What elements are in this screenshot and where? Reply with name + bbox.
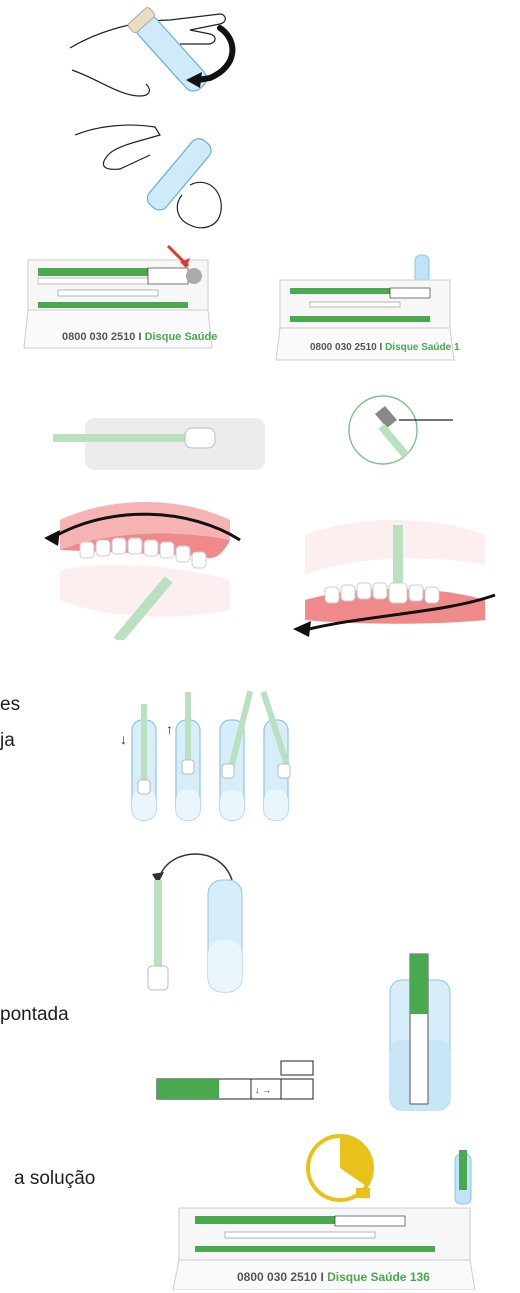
kit-hotline-2: Disque Saúde 136 <box>385 342 460 353</box>
illustration-lower-gum <box>285 505 510 640</box>
step-text-line-1: es <box>0 690 20 720</box>
svg-text:0800 030 2510 I Disque: 0800 030 2510 I Disque Saúde 136 <box>62 331 218 343</box>
kit-phone-number: 0800 030 2510 <box>62 331 135 343</box>
illustration-swab-packet <box>45 400 275 475</box>
kit-separator-2: I <box>380 342 383 353</box>
step-text-line-2: ja <box>0 726 15 756</box>
illustration-hold-tube <box>70 115 245 235</box>
illustration-four-tubes: ↓ ↑ <box>110 690 310 825</box>
svg-text:0800 030 2510 I Disque: 0800 030 2510 I Disque Saúde 136 <box>237 1270 430 1284</box>
kit-phone-number-2: 0800 030 2510 <box>310 342 377 353</box>
illustration-remove-swab <box>140 850 270 995</box>
arrow-up-label: ↑ <box>166 721 173 737</box>
illustration-test-strip: ↓ → <box>155 1055 320 1110</box>
kit-separator: I <box>138 331 141 343</box>
kit-box-right: 0800 030 2510 I Disque Saúde 136 <box>270 250 460 365</box>
illustration-open-tube <box>60 0 260 110</box>
kit-separator-3: I <box>320 1270 323 1284</box>
strip-marks-label: ↓ → <box>255 1085 271 1095</box>
kit-hotline: Disque Saúde 136 <box>145 331 218 343</box>
illustration-swab-zoom <box>345 392 455 472</box>
kit-hotline-3: Disque Saúde 136 <box>327 1270 430 1284</box>
illustration-upper-gum <box>30 500 250 640</box>
kit-box-final: 0800 030 2510 I Disque Saúde 136 <box>165 1150 480 1290</box>
illustration-strip-in-tube <box>380 950 460 1115</box>
svg-text:0800 030 2510 I Disque: 0800 030 2510 I Disque Saúde 136 <box>310 342 460 353</box>
kit-phone-number-3: 0800 030 2510 <box>237 1270 317 1284</box>
kit-box-left: 0800 030 2510 I Disque Saúde 136 <box>18 240 218 365</box>
arrow-down-label: ↓ <box>120 731 127 747</box>
step-text-wait: a solução <box>14 1164 95 1194</box>
step-text-strip: pontada <box>0 1000 69 1030</box>
